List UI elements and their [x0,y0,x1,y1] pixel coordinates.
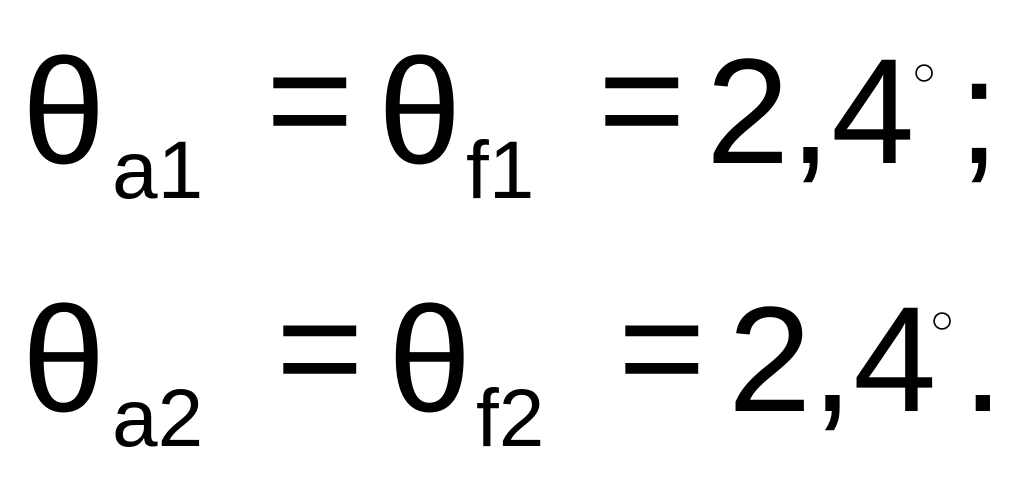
degree-symbol: ○ [912,50,937,94]
theta-symbol: θ [22,275,106,443]
terminator-punctuation: ; [958,27,1000,195]
angle-value: 2,4 [706,27,915,195]
theta-symbol: θ [378,27,462,195]
subscript: a2 [112,373,204,464]
theta-symbol: θ [22,27,106,195]
equals-sign: = [266,15,354,183]
theta-symbol: θ [388,275,472,443]
subscript: a1 [112,125,204,216]
subscript: f2 [476,373,545,464]
subscript: f1 [466,125,535,216]
equation-1: θ a1 = θ f1 = 2,4 ○ ; [22,15,1000,216]
degree-symbol: ○ [930,298,955,342]
equals-sign: = [618,263,706,431]
terminator-punctuation: . [962,275,1004,443]
angle-value: 2,4 [728,275,937,443]
equals-sign: = [598,15,686,183]
equals-sign: = [276,263,364,431]
equation-2: θ a2 = θ f2 = 2,4 ○ . [0,240,1024,480]
